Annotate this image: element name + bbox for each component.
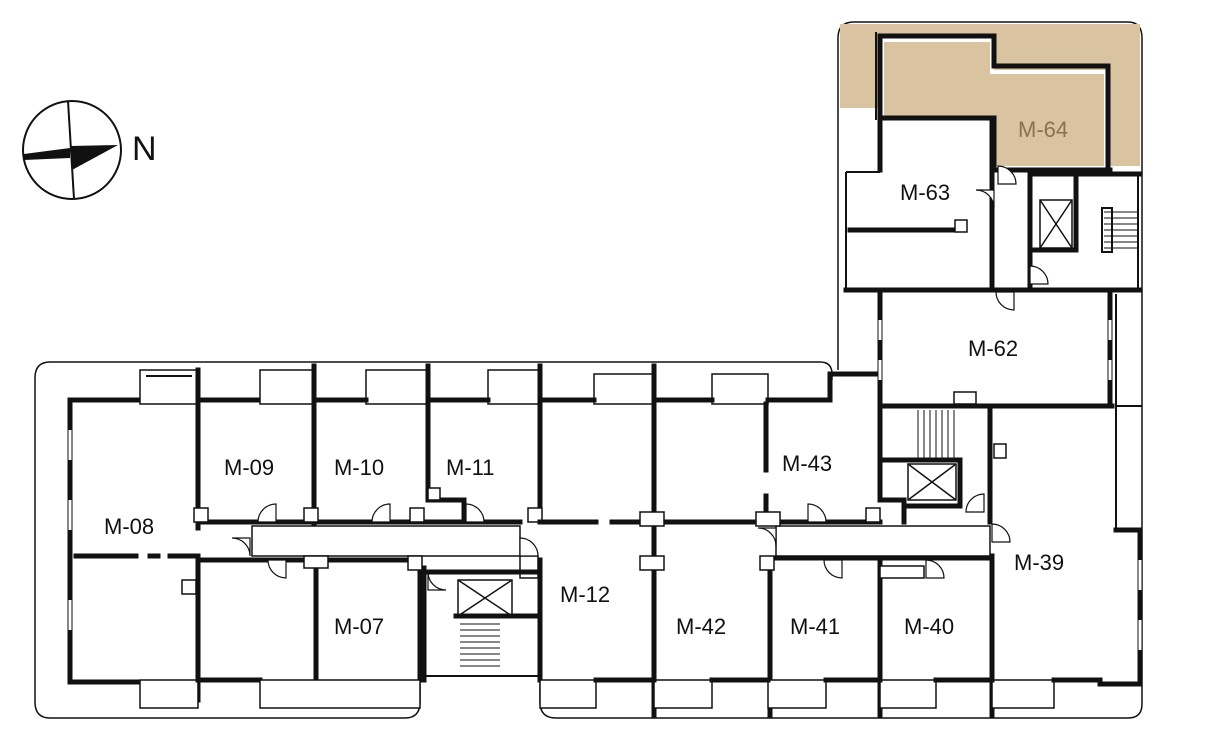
room-label-m11[interactable]: M-11 [446, 455, 495, 480]
room-label-m08[interactable]: M-08 [104, 514, 154, 539]
door-core-west[interactable] [427, 571, 447, 591]
column [427, 487, 441, 501]
room-label-m64[interactable]: M-64 [1018, 117, 1068, 142]
east-wing-walls [537, 363, 1143, 719]
wall-m39-east [1113, 527, 1143, 687]
window-bay [711, 373, 769, 405]
column [407, 555, 423, 571]
room-label-m40[interactable]: M-40 [904, 614, 954, 639]
room-label-m07[interactable]: M-07 [334, 614, 384, 639]
wall-lift-east [881, 457, 963, 509]
door-core-north[interactable] [1029, 265, 1049, 285]
compass-tail [24, 148, 70, 160]
window-bay [593, 373, 655, 405]
window-bay [365, 369, 429, 405]
corridor-east [775, 525, 991, 557]
room-m64-floor [884, 42, 1104, 166]
door-m11[interactable] [465, 503, 485, 523]
outline-north-tower [837, 21, 1143, 370]
wall-lift-shaft [1027, 171, 1079, 253]
column [303, 555, 329, 569]
room-m64-area[interactable] [840, 24, 1140, 166]
room-m64-background [840, 24, 1140, 166]
door-m41[interactable] [823, 559, 843, 579]
window-bay [879, 679, 937, 709]
column [303, 507, 319, 523]
wall-m64-north [877, 33, 1111, 173]
column [954, 219, 968, 233]
stair-rail [1101, 207, 1113, 253]
room-label-m41[interactable]: M-41 [790, 614, 840, 639]
room-label-m10[interactable]: M-10 [334, 455, 384, 480]
window-bay [767, 679, 827, 709]
window-markers [68, 320, 1142, 650]
column [181, 579, 197, 595]
window-bay [653, 679, 713, 709]
compass: N [22, 100, 157, 200]
door-m07[interactable] [267, 559, 287, 579]
west-core [421, 565, 543, 683]
column [755, 511, 781, 527]
column [993, 443, 1007, 459]
door-m43[interactable] [807, 503, 827, 523]
room-labels: M-08 M-09 M-10 M-11 M-07 M-12 M-42 M-41 … [104, 117, 1068, 639]
stairs-icon [460, 623, 500, 667]
window-bay [139, 679, 199, 709]
room-label-m62[interactable]: M-62 [968, 336, 1018, 361]
room-label-m39[interactable]: M-39 [1014, 550, 1064, 575]
door-m10[interactable] [371, 503, 391, 523]
column [527, 507, 543, 523]
building-outline [34, 21, 1143, 719]
door-m08[interactable] [231, 537, 251, 557]
column [953, 391, 977, 405]
column [519, 555, 539, 579]
window-bay [539, 679, 597, 709]
stairs-icon [1104, 211, 1138, 249]
door-m64[interactable] [997, 165, 1017, 185]
column [879, 565, 925, 579]
column [639, 511, 665, 527]
outline-west-wing [34, 361, 421, 719]
room-label-m63[interactable]: M-63 [900, 180, 950, 205]
window-bay [487, 369, 541, 405]
compass-needle-icon [70, 145, 118, 170]
wall-m43-north [765, 371, 883, 403]
stairs-icon [917, 410, 955, 458]
room-label-m43[interactable]: M-43 [782, 451, 832, 476]
door-m62[interactable] [995, 291, 1015, 311]
window-bay [259, 679, 421, 709]
column [639, 555, 665, 571]
window-bay [259, 369, 315, 405]
door-core-east[interactable] [965, 493, 985, 513]
door-m63[interactable] [975, 189, 995, 209]
north-tower-walls [843, 32, 1143, 530]
column [409, 507, 425, 523]
door-m12[interactable] [519, 537, 539, 557]
door-m39[interactable] [991, 523, 1011, 543]
doors [231, 165, 1049, 591]
wall-core-east-west [877, 401, 907, 525]
door-m40[interactable] [925, 559, 945, 579]
wall-m11-nook [427, 497, 467, 525]
corridor-west [251, 525, 521, 557]
room-label-m12[interactable]: M-12 [560, 582, 610, 607]
door-m09[interactable] [257, 503, 277, 523]
window-bay [991, 679, 1055, 709]
column [865, 507, 881, 523]
room-label-m42[interactable]: M-42 [676, 614, 726, 639]
north-label: N [132, 130, 157, 168]
door-m42[interactable] [757, 527, 777, 547]
room-label-m09[interactable]: M-09 [224, 455, 274, 480]
column [759, 555, 775, 571]
column [193, 507, 209, 523]
